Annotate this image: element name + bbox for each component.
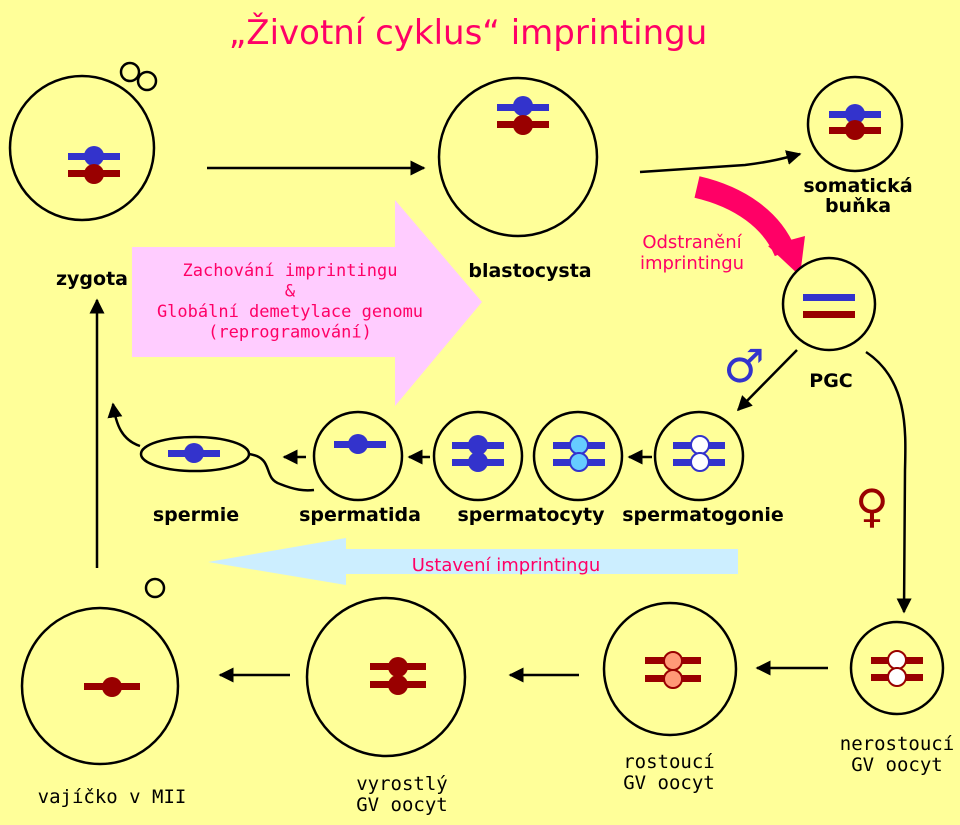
text-line: buňka: [825, 195, 891, 217]
cell-spermatogonie: [653, 410, 745, 502]
pink-arrow-label: Zachování imprintingu&Globální demetylac…: [157, 261, 423, 343]
female-symbol: ♀: [855, 479, 889, 533]
text-line: GV oocyt: [623, 772, 715, 794]
cell-nerostouci: [849, 620, 945, 716]
text-line: somatická: [803, 175, 912, 197]
cell-spermie: [139, 435, 315, 492]
label-spermie: spermie: [153, 504, 239, 526]
label-spermatocyty: spermatocyty: [457, 504, 605, 526]
cell-vyrostly: [305, 596, 467, 758]
arrow-pgc-spermatogonie: [736, 349, 798, 412]
text-line: GV oocyt: [356, 794, 448, 816]
cell-spermatida: [312, 410, 404, 502]
text-line: &: [285, 282, 296, 302]
cell-spermatocyt-1: [432, 410, 524, 502]
male-symbol: ♂: [723, 339, 764, 393]
cell-spermatocyt-2: [532, 410, 624, 502]
text-line: Zachování imprintingu: [183, 261, 398, 281]
arrow-spermie-zygota: [107, 402, 141, 448]
pink-arrow: [132, 200, 482, 406]
label-spermatogonie: spermatogonie: [622, 504, 784, 526]
arrow-pgc-nerostouci: [865, 350, 912, 614]
cell-blastocysta: [437, 76, 599, 238]
arrow-blastocysta-somaticka: [639, 150, 802, 174]
text-line: Globální demetylace genomu: [157, 302, 423, 322]
text-line: vyrostlý: [356, 773, 448, 795]
cell-rostouci: [602, 601, 738, 737]
label-vajicko: vajíčko v MII: [38, 786, 187, 808]
cell-somaticka: [806, 75, 904, 173]
label-spermatida: spermatida: [299, 504, 421, 526]
cell-vajicko: [20, 577, 180, 766]
cell-zygota: [8, 61, 158, 222]
blue-arrow-label: Ustavení imprintingu: [412, 555, 601, 576]
text-line: GV oocyt: [851, 754, 943, 776]
text-line: (reprogramování): [208, 323, 372, 343]
label-blastocysta: blastocysta: [468, 260, 591, 282]
text-line: Odstranění: [642, 232, 742, 253]
cell-pgc: [781, 256, 877, 352]
text-line: imprintingu: [640, 253, 744, 274]
label-pgc: PGC: [809, 370, 852, 392]
diagram-title: „Životní cyklus“ imprintingu: [229, 12, 708, 53]
text-line: nerostoucí: [840, 733, 954, 755]
label-zygota: zygota: [56, 268, 128, 290]
blue-arrow: [208, 538, 738, 585]
text-line: rostoucí: [623, 751, 715, 773]
removal-arrow: [694, 176, 805, 276]
